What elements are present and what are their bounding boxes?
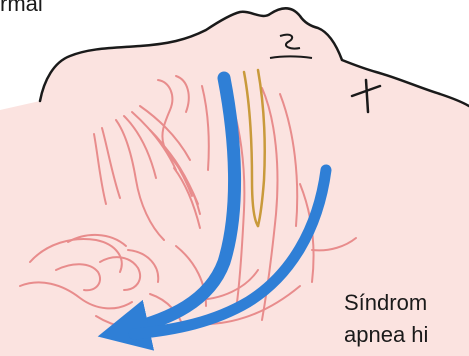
caption-line-2: apnea hi [344, 324, 428, 346]
caption-line-1: Síndrom [344, 292, 427, 314]
top-fragment-text: rmal [0, 0, 43, 15]
